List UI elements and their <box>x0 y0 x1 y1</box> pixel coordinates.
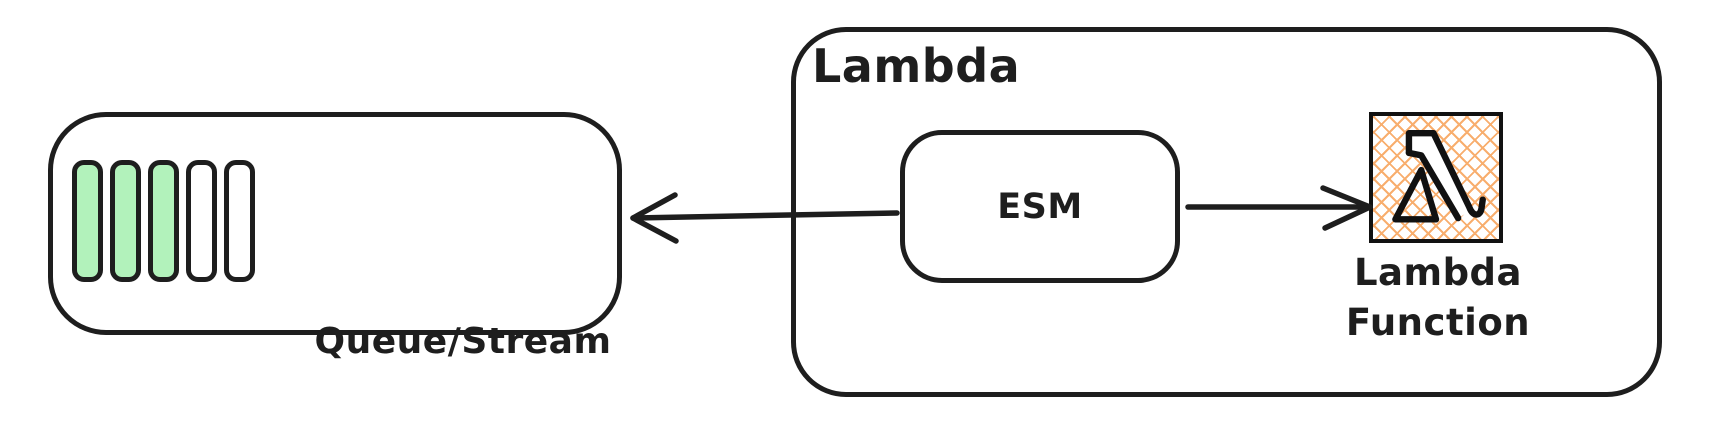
message-bar-filled <box>148 160 179 282</box>
aws-lambda-icon <box>1369 112 1503 243</box>
lambda-container-label: Lambda <box>812 39 1021 93</box>
message-bar-filled <box>110 160 141 282</box>
message-bars <box>72 160 255 282</box>
queue-stream-box: Queue/Stream <box>48 112 622 362</box>
esm-box: ESM <box>900 130 1180 283</box>
esm-label: ESM <box>997 186 1083 227</box>
message-bar-empty <box>186 160 217 282</box>
queue-stream-label: Queue/Stream <box>314 321 612 362</box>
lambda-function-label: Lambda Function <box>1328 248 1548 348</box>
lambda-function-label-line1: Lambda <box>1353 251 1523 294</box>
message-bar-empty <box>224 160 255 282</box>
message-bar-filled <box>72 160 103 282</box>
lambda-function-label-line2: Function <box>1345 301 1531 344</box>
lambda-glyph <box>1392 130 1486 223</box>
